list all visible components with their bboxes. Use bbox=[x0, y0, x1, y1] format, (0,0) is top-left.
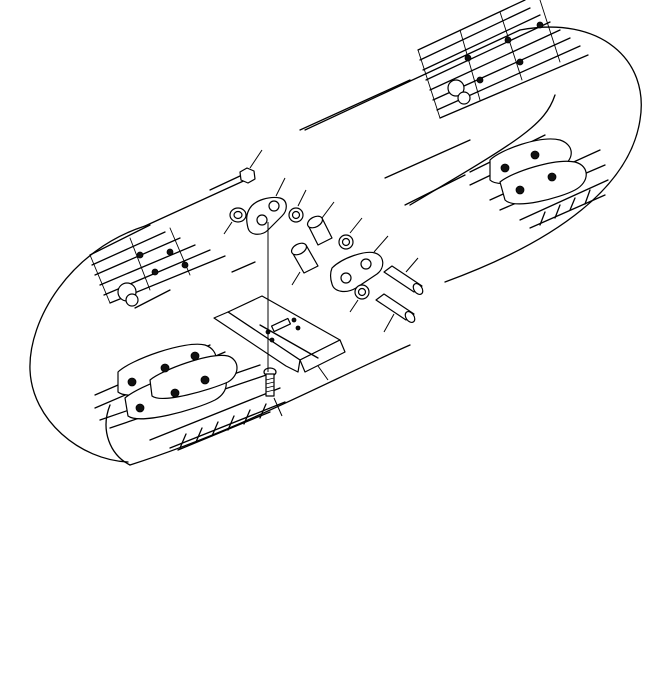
seal-ring-icon bbox=[349, 284, 370, 313]
track-shoes-top-left bbox=[89, 224, 226, 309]
track-chain-right bbox=[469, 134, 609, 229]
track-chain-bottom-left bbox=[94, 343, 286, 451]
pin-icon bbox=[375, 293, 416, 333]
bolt-icon bbox=[263, 367, 283, 417]
track-link-icon bbox=[246, 177, 287, 235]
track-shoe-icon bbox=[213, 295, 346, 381]
track-loop-outline bbox=[29, 26, 642, 466]
bushing-icon bbox=[290, 242, 319, 286]
track-shoes-top-right bbox=[417, 0, 589, 119]
bushing-icon bbox=[306, 201, 335, 246]
pin-icon bbox=[383, 257, 424, 296]
seal-ring-icon bbox=[338, 217, 363, 250]
nut-icon bbox=[239, 149, 263, 184]
track-link-icon bbox=[329, 235, 389, 293]
nut-icon bbox=[223, 207, 247, 235]
seal-ring-icon bbox=[288, 189, 307, 223]
